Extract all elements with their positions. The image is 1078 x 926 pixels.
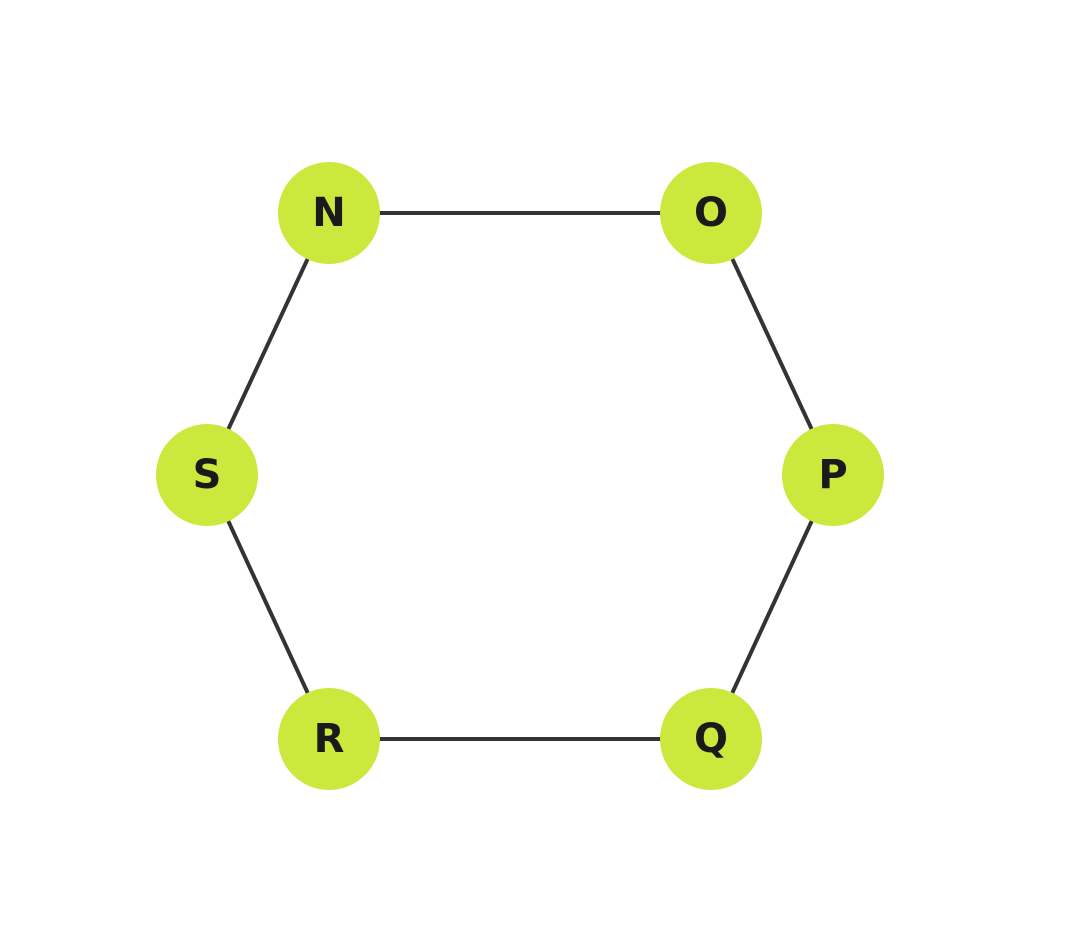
- node-O: O: [660, 162, 762, 264]
- node-Q: Q: [660, 688, 762, 790]
- node-label-S: S: [193, 452, 222, 498]
- node-circle-O: [660, 162, 762, 264]
- node-circle-N: [278, 162, 380, 264]
- edges-layer: [205, 211, 835, 741]
- node-label-P: P: [818, 452, 847, 498]
- node-circle-P: [782, 424, 884, 526]
- node-P: P: [782, 424, 884, 526]
- node-S: S: [156, 424, 258, 526]
- node-N: N: [278, 162, 380, 264]
- node-circle-Q: [660, 688, 762, 790]
- node-label-Q: Q: [694, 716, 728, 762]
- node-circle-R: [278, 688, 380, 790]
- node-label-R: R: [314, 716, 345, 762]
- node-circle-S: [156, 424, 258, 526]
- nodes-layer: N O P Q R S: [156, 162, 884, 790]
- node-label-N: N: [312, 190, 345, 236]
- node-R: R: [278, 688, 380, 790]
- node-label-O: O: [694, 190, 728, 236]
